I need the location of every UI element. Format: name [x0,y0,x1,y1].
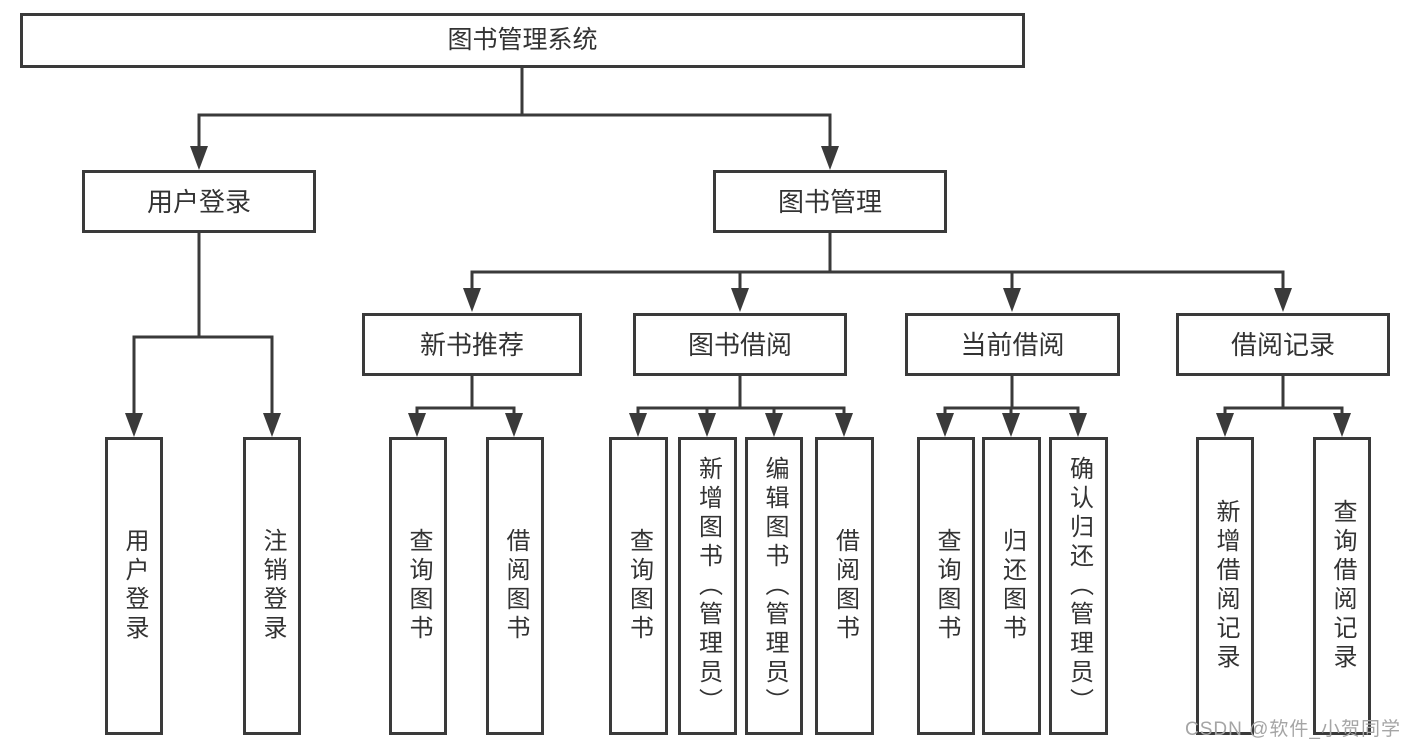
node-br-query-record: 查询借阅记录 [1313,437,1371,735]
node-cb-confirm-return: 确认归还（管理员） [1049,437,1108,735]
node-bb-query-book: 查询图书 [609,437,668,735]
node-new-book-rec: 新书推荐 [362,313,582,376]
connector-borrow-records [1223,376,1344,420]
watermark: CSDN @软件_小贺同学 [1185,719,1401,740]
node-nbr-borrow-book: 借阅图书 [486,437,544,735]
connector-user-login [132,233,274,420]
connector-root [197,68,832,150]
connector-book-borrow [636,376,846,420]
node-bb-borrow-book: 借阅图书 [815,437,874,735]
node-book-mgmt: 图书管理 [713,170,947,233]
node-bb-edit-book: 编辑图书（管理员） [745,437,803,735]
node-logout: 注销登录 [243,437,301,735]
node-login: 用户登录 [105,437,163,735]
arrowheads [125,146,1351,437]
node-book-borrow: 图书借阅 [633,313,847,376]
node-cb-query-book: 查询图书 [917,437,975,735]
node-cb-return-book: 归还图书 [982,437,1041,735]
connector-new-book-rec [415,376,516,420]
node-borrow-records: 借阅记录 [1176,313,1390,376]
node-root: 图书管理系统 [20,13,1025,68]
node-current-borrow: 当前借阅 [905,313,1120,376]
node-bb-add-book: 新增图书（管理员） [678,437,737,735]
node-nbr-query-book: 查询图书 [389,437,447,735]
node-br-add-record: 新增借阅记录 [1196,437,1254,735]
node-user-login: 用户登录 [82,170,316,233]
connector-book-mgmt [470,233,1285,295]
